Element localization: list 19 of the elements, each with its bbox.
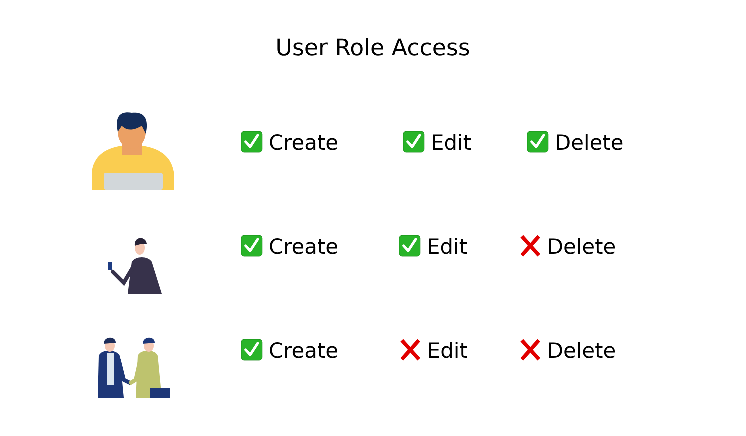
check-icon xyxy=(527,131,549,153)
cross-icon xyxy=(400,338,421,362)
permission-label: Create xyxy=(270,238,338,254)
check-icon xyxy=(403,131,425,153)
permission-label: Delete xyxy=(557,134,623,150)
check-icon xyxy=(241,131,263,153)
permission-label: Edit xyxy=(433,134,472,150)
check-icon xyxy=(399,235,421,257)
permission-label: Edit xyxy=(429,238,468,254)
permission-label: Create xyxy=(270,342,338,358)
permission-label: Edit xyxy=(429,342,468,358)
cross-icon xyxy=(520,338,541,362)
permission-label: Create xyxy=(270,134,338,150)
check-icon xyxy=(241,339,263,361)
cross-icon xyxy=(520,234,541,258)
check-icon xyxy=(241,235,263,257)
title: User Role Access xyxy=(278,38,470,56)
permission-label: Delete xyxy=(549,342,615,358)
permission-label: Delete xyxy=(549,238,615,254)
